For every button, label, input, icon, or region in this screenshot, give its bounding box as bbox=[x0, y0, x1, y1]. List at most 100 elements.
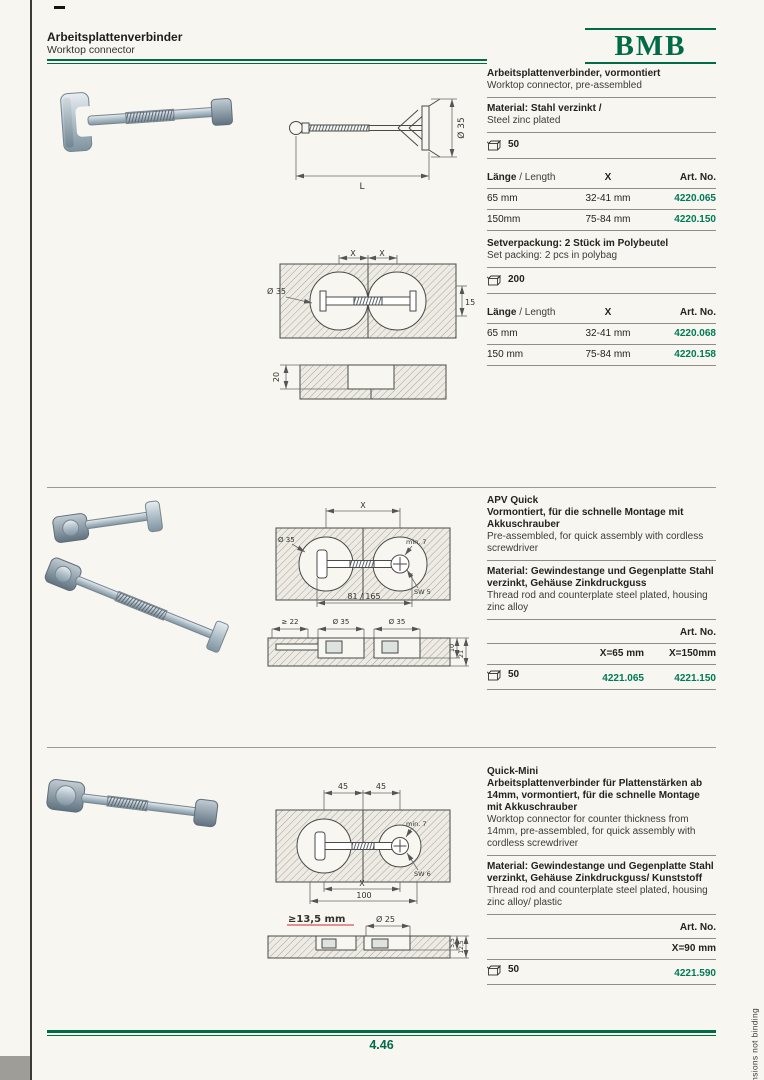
pack-quantity: 200 bbox=[508, 274, 525, 285]
dimension-label: L bbox=[359, 182, 364, 192]
package-icon bbox=[487, 139, 502, 150]
length-value: 65 mm bbox=[487, 193, 518, 204]
divider bbox=[487, 97, 716, 98]
product-photo-worktop-connector bbox=[60, 92, 233, 153]
product-title-en: Worktop connector, pre-assembled bbox=[487, 80, 642, 91]
table-row: 50 4221.065 4221.150 bbox=[487, 667, 716, 687]
product-title: APV Quick bbox=[487, 495, 539, 506]
x-value: 75-84 mm bbox=[585, 214, 631, 225]
divider bbox=[487, 643, 716, 644]
product-subtitle-en: Worktop connector for counter thickness … bbox=[487, 814, 696, 849]
material-de: Material: Gewindestange und Gegenplatte … bbox=[487, 861, 714, 884]
x-value: 32-41 mm bbox=[585, 328, 631, 339]
divider bbox=[487, 158, 716, 159]
material-en: Thread rod and counterplate steel plated… bbox=[487, 885, 708, 908]
dimension-label: ≥ 22 bbox=[282, 618, 299, 626]
table-header: Länge / Length X Art. No. bbox=[487, 170, 716, 186]
col-artno: Art. No. bbox=[679, 922, 716, 933]
art-number: 4221.150 bbox=[674, 672, 716, 684]
dimension-label: 20 bbox=[272, 372, 281, 382]
product-photo-apv-quick bbox=[44, 500, 229, 653]
col-x: X bbox=[604, 172, 612, 183]
page-number: 4.46 bbox=[369, 1038, 394, 1052]
dimension-label: Ø 25 bbox=[376, 914, 395, 924]
product-title-de: Arbeitsplattenverbinder, vormontiert bbox=[487, 68, 661, 79]
pack-quantity: 50 bbox=[508, 964, 520, 975]
table-row: 150mm 75-84 mm 4220.150 bbox=[487, 212, 716, 228]
divider bbox=[487, 344, 716, 345]
dimension-label: X bbox=[360, 501, 366, 510]
table-row: 65 mm 32-41 mm 4220.065 bbox=[487, 191, 716, 207]
x-value: 32-41 mm bbox=[585, 193, 631, 204]
table-header: Art. No. bbox=[487, 920, 716, 936]
divider bbox=[487, 983, 716, 985]
product-info-section-4: Quick-Mini Arbeitsplattenverbinder für P… bbox=[487, 766, 716, 987]
variant-col-2: X=150mm bbox=[669, 648, 716, 659]
dimension-label: SW 6 bbox=[414, 870, 431, 878]
brand-logo: BMB bbox=[585, 28, 716, 64]
dimension-label: 45 bbox=[376, 782, 386, 791]
scan-mark bbox=[54, 6, 65, 9]
col-length: Länge / Length bbox=[487, 307, 556, 318]
dimension-label: min. 7 bbox=[406, 820, 427, 828]
dimension-label: 21 bbox=[457, 650, 465, 658]
product-info-section-3: APV Quick Vormontiert, für die schnelle … bbox=[487, 495, 716, 692]
divider bbox=[487, 365, 716, 366]
divider bbox=[487, 188, 716, 189]
product-subtitle-de: Vormontiert, für die schnelle Montage mi… bbox=[487, 507, 684, 530]
technical-drawing-mini-topview: 45 45 min. 7 SW 6 X 100 bbox=[275, 782, 451, 904]
col-artno: Art. No. bbox=[679, 627, 716, 638]
dimension-label: 5,5 bbox=[449, 938, 456, 948]
dimension-label: Ø 35 bbox=[278, 536, 295, 544]
product-info-section-1: Arbeitsplattenverbinder, vormontiert Wor… bbox=[487, 68, 716, 233]
package-icon bbox=[487, 669, 502, 680]
package-icon bbox=[487, 964, 502, 975]
product-title-en: Set packing: 2 pcs in polybag bbox=[487, 250, 618, 261]
dimension-label: Ø 35 bbox=[333, 618, 350, 626]
dimension-label: 12,5 bbox=[458, 940, 465, 954]
art-number: 4221.590 bbox=[674, 967, 716, 979]
col-length: Länge / Length bbox=[487, 172, 556, 183]
dimension-label: 100 bbox=[356, 891, 371, 900]
divider bbox=[487, 267, 716, 268]
dimension-label: 81 / 165 bbox=[347, 592, 380, 601]
dimension-label: X bbox=[359, 879, 365, 888]
dimension-label: 15 bbox=[465, 298, 475, 307]
footer-rule bbox=[47, 1035, 716, 1036]
page-title: Arbeitsplattenverbinder bbox=[47, 30, 183, 44]
table-row: 150 mm 75-84 mm 4220.158 bbox=[487, 347, 716, 363]
length-value: 150 mm bbox=[487, 349, 524, 360]
dimension-label: X bbox=[379, 250, 385, 258]
technical-drawing-mini-sideview: ≥13,5 mm Ø 25 5,5 12,5 bbox=[267, 914, 469, 959]
product-info-section-2: Setverpackung: 2 Stück im Polybeutel Set… bbox=[487, 238, 716, 368]
technical-drawing-apv-topview: X Ø 35 min. 7 SW 5 81 / 165 bbox=[275, 501, 451, 607]
divider bbox=[487, 323, 716, 324]
logo-rule-top bbox=[585, 28, 716, 30]
variant-col-1: X=65 mm bbox=[599, 648, 644, 659]
product-title-de: Setverpackung: 2 Stück im Polybeutel bbox=[487, 238, 669, 249]
dimension-label: SW 5 bbox=[414, 588, 431, 596]
technical-drawing-set-sideview: 20 bbox=[272, 364, 447, 400]
packaging-row: 50 bbox=[487, 138, 716, 153]
art-number: 4220.158 bbox=[674, 349, 716, 360]
col-artno: Art. No. bbox=[679, 307, 716, 318]
product-title: Quick-Mini bbox=[487, 766, 539, 777]
art-number: 4220.065 bbox=[674, 193, 716, 204]
packaging-row: 200 bbox=[487, 273, 716, 288]
dimension-label: Ø 35 bbox=[389, 618, 406, 626]
side-note: Maßangaben unverbindlich / Dimensions no… bbox=[750, 1008, 760, 1080]
section-separator bbox=[47, 747, 716, 748]
dimension-label: 45 bbox=[338, 782, 348, 791]
brand-name: BMB bbox=[614, 30, 687, 62]
divider bbox=[487, 293, 716, 294]
dimension-label: Ø 35 bbox=[456, 117, 467, 138]
table-row: 50 4221.590 bbox=[487, 962, 716, 982]
art-number: 4221.065 bbox=[602, 672, 644, 684]
length-value: 65 mm bbox=[487, 328, 518, 339]
technical-drawing-connector-front: Ø 35 L bbox=[289, 98, 467, 192]
art-number: 4220.068 bbox=[674, 328, 716, 339]
divider bbox=[487, 209, 716, 210]
divider bbox=[487, 560, 716, 561]
material-de: Material: Gewindestange und Gegenplatte … bbox=[487, 566, 714, 589]
